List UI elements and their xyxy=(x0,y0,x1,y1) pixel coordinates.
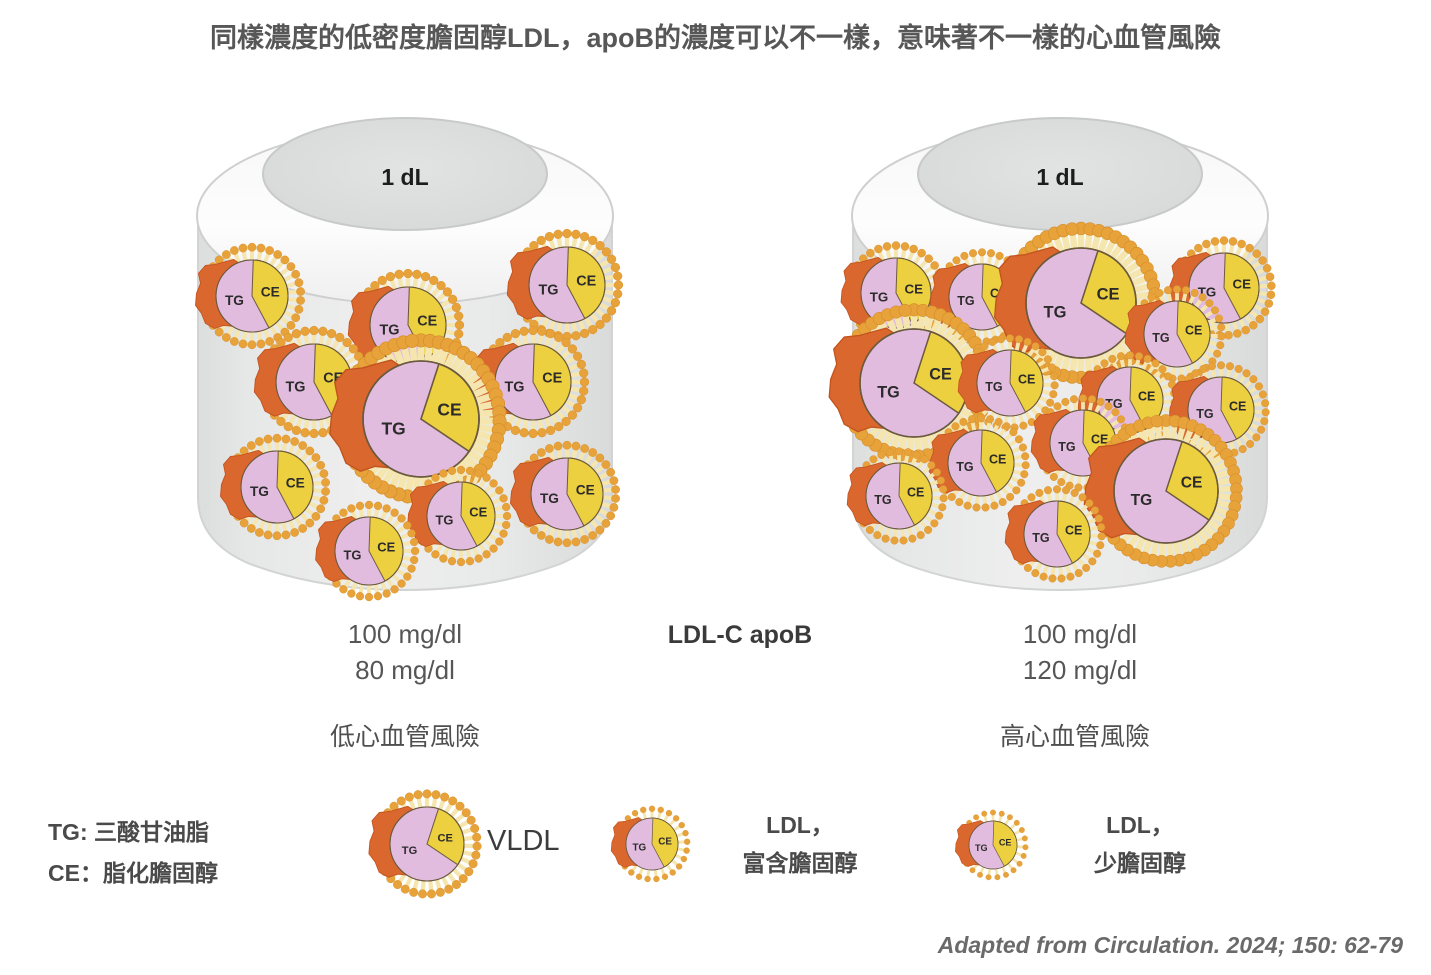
svg-text:CE: CE xyxy=(417,314,437,330)
page-title: 同樣濃度的低密度膽固醇LDL，apoB的濃度可以不一樣，意味著不一樣的心血管風險 xyxy=(210,23,1221,53)
svg-text:TG: TG xyxy=(250,484,269,499)
svg-text:TG: TG xyxy=(1058,440,1075,454)
legend-abbrev-tg: TG: 三酸甘油脂 xyxy=(48,819,209,845)
svg-text:CE: CE xyxy=(1097,285,1120,303)
svg-text:CE: CE xyxy=(1138,390,1155,404)
left-risk-label: 低心血管風險 xyxy=(329,723,480,751)
svg-text:CE: CE xyxy=(904,282,923,297)
svg-text:CE: CE xyxy=(999,837,1012,847)
svg-text:TG: TG xyxy=(343,547,361,562)
svg-text:CE: CE xyxy=(377,540,395,555)
right-apob-value: 120 mg/dl xyxy=(1022,655,1138,685)
svg-text:TG: TG xyxy=(382,419,406,439)
svg-text:TG: TG xyxy=(435,512,453,527)
lipoprotein-particle: CE TG xyxy=(1083,414,1243,568)
svg-text:TG: TG xyxy=(1152,331,1169,345)
svg-text:TG: TG xyxy=(540,491,559,506)
left-values: 100 mg/dl 80 mg/dl xyxy=(250,616,560,688)
svg-text:TG: TG xyxy=(402,845,417,857)
legend-label-ldl-rich: LDL， 富含膽固醇 xyxy=(690,806,910,882)
svg-text:TG: TG xyxy=(285,379,305,395)
svg-text:CE: CE xyxy=(542,371,562,387)
legend-label-ldl-poor-line2: 少膽固醇 xyxy=(1094,850,1186,876)
ldl-cholesterol-poor-particle-icon: CE TG xyxy=(955,809,1029,881)
right-risk-label: 高心血管風險 xyxy=(999,723,1150,751)
lipoprotein-particle: CE TG xyxy=(315,500,420,602)
lipoprotein-particle: CE TG xyxy=(195,242,305,350)
lipoprotein-particle: CE TG xyxy=(506,228,624,342)
svg-text:CE: CE xyxy=(1018,373,1035,387)
svg-text:CE: CE xyxy=(1065,524,1082,538)
legend-label-ldl-rich-line1: LDL， xyxy=(766,812,834,838)
svg-text:CE: CE xyxy=(907,486,924,500)
svg-text:TG: TG xyxy=(956,460,973,474)
ldlc-label: LDL-C xyxy=(667,621,743,649)
svg-text:CE: CE xyxy=(261,285,280,300)
svg-text:TG: TG xyxy=(1044,304,1067,322)
legend-particle-graphic: CE TG xyxy=(368,789,482,899)
right-ldlc-value: 100 mg/dl xyxy=(1022,619,1138,649)
citation-text: Adapted from Circulation. 2024; 150: 62-… xyxy=(937,932,1403,958)
svg-text:TG: TG xyxy=(225,293,244,308)
svg-text:CE: CE xyxy=(437,833,452,845)
svg-text:TG: TG xyxy=(877,383,899,401)
legend-label-vldl-line1: VLDL xyxy=(487,825,560,857)
legend-abbreviations: TG: 三酸甘油脂 CE：脂化膽固醇 xyxy=(48,812,218,894)
lipoprotein-particle: CE TG xyxy=(472,325,590,439)
svg-text:CE: CE xyxy=(286,476,305,491)
svg-text:TG: TG xyxy=(379,322,399,338)
lipoprotein-particle: CE TG xyxy=(1124,285,1226,383)
svg-text:CE: CE xyxy=(576,483,595,498)
lipoprotein-particle: CE TG xyxy=(957,334,1059,432)
svg-text:TG: TG xyxy=(975,843,988,853)
legend-label-ldl-poor: LDL， 少膽固醇 xyxy=(1030,806,1250,882)
lipoprotein-particle: CE TG xyxy=(329,333,507,505)
legend-label-ldl-poor-line1: LDL， xyxy=(1106,812,1174,838)
svg-text:CE: CE xyxy=(1185,324,1202,338)
lipoprotein-particle: CE TG xyxy=(220,433,330,541)
left-apob-value: 80 mg/dl xyxy=(355,655,455,685)
svg-text:TG: TG xyxy=(957,294,974,308)
center-measure-labels: LDL-C apoB xyxy=(590,617,890,653)
legend-abbrev-ce: CE：脂化膽固醇 xyxy=(48,860,218,886)
lipoprotein-particle: CE TG xyxy=(1004,485,1106,583)
apob-label: apoB xyxy=(749,621,813,649)
svg-text:CE: CE xyxy=(437,399,461,419)
svg-text:CE: CE xyxy=(929,366,952,384)
svg-text:TG: TG xyxy=(504,379,524,395)
svg-text:CE: CE xyxy=(1232,277,1251,292)
svg-text:CE: CE xyxy=(1091,433,1108,447)
svg-text:CE: CE xyxy=(989,453,1006,467)
svg-text:CE: CE xyxy=(658,836,672,847)
svg-text:TG: TG xyxy=(1196,407,1213,421)
svg-text:CE: CE xyxy=(1181,475,1203,492)
right-values: 100 mg/dl 120 mg/dl xyxy=(925,616,1235,688)
svg-text:TG: TG xyxy=(632,842,646,853)
ldl-cholesterol-rich-particle-icon: CE TG xyxy=(610,805,691,883)
legend-particle-graphic: CE TG xyxy=(610,805,691,883)
right-cylinder-particles: CE TG CE TG CE TG CE TG CE TG CE TG CE TG CE TG CE TG CE TG… xyxy=(828,221,1276,583)
svg-text:TG: TG xyxy=(874,493,891,507)
legend-label-vldl: VLDL xyxy=(487,822,607,860)
lipoprotein-particle: CE TG xyxy=(928,414,1030,512)
svg-text:TG: TG xyxy=(1131,492,1153,509)
lipoprotein-particle: CE TG xyxy=(407,465,512,567)
svg-text:CE: CE xyxy=(469,505,487,520)
svg-text:TG: TG xyxy=(1032,531,1049,545)
lipoprotein-particle: CE TG xyxy=(510,440,620,548)
legend-label-ldl-rich-line2: 富含膽固醇 xyxy=(742,850,858,876)
svg-text:CE: CE xyxy=(576,274,596,290)
legend-particle-graphic: CE TG xyxy=(955,809,1029,881)
left-ldlc-value: 100 mg/dl xyxy=(347,619,463,649)
svg-text:CE: CE xyxy=(1229,400,1246,414)
svg-text:TG: TG xyxy=(538,282,558,298)
svg-text:TG: TG xyxy=(870,290,888,305)
vldl-particle-icon: CE TG xyxy=(368,789,482,899)
svg-text:TG: TG xyxy=(985,380,1002,394)
lipoprotein-particle: CE TG xyxy=(846,447,948,545)
